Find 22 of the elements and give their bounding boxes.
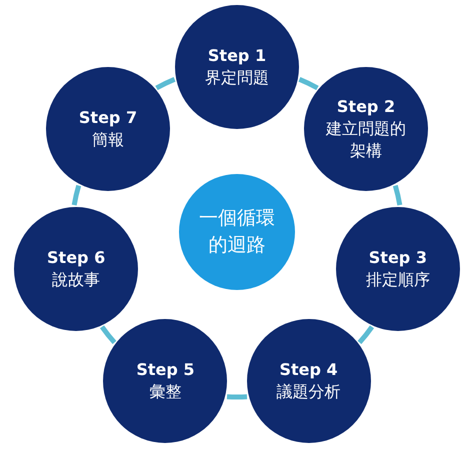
step-title: 簡報 — [90, 129, 125, 152]
step-number: Step 5 — [136, 358, 194, 381]
step-title: 彙整 — [148, 380, 182, 403]
step-number: Step 2 — [336, 96, 396, 118]
step-number: Step 3 — [368, 246, 427, 269]
ring-arc — [100, 325, 116, 344]
step-title: 建立問題的架構 — [326, 118, 406, 162]
step-number: Step 4 — [279, 358, 338, 381]
step-number: Step 7 — [78, 107, 138, 130]
step-number: Step 1 — [208, 45, 266, 67]
step-title: 議題分析 — [276, 380, 342, 403]
ring-arc — [226, 394, 248, 400]
ring-arc — [298, 77, 319, 90]
ring-arc — [72, 184, 82, 206]
step-title: 排定順序 — [364, 268, 431, 291]
step-title: 說故事 — [51, 268, 102, 291]
center-title: 一個循環的迴路 — [198, 206, 276, 258]
ring-arc — [155, 77, 176, 90]
ring-arc — [392, 184, 402, 206]
ring-arc — [358, 325, 374, 344]
step-title: 界定問題 — [204, 67, 270, 89]
step-number: Step 6 — [47, 246, 106, 269]
